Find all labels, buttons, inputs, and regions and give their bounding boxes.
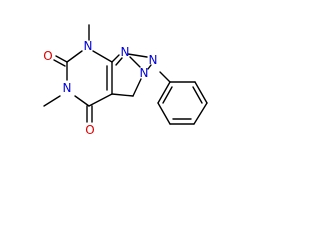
bond-n2-c3	[132, 78, 142, 97]
bond-c6-o-b	[53, 59, 66, 67]
bond-n1-n2	[129, 56, 141, 68]
chemical-structure-diagram: O N N N N N O	[43, 24, 208, 137]
bond-n7-c6	[66, 50, 83, 63]
bond-c3-c3a	[111, 93, 134, 97]
nitrogen-label-amine: N	[149, 53, 158, 67]
bond-n5-c4	[74, 95, 90, 107]
bond-namine-methyl	[127, 53, 148, 58]
bond-n5-methyl	[43, 95, 61, 107]
nitrogen-label-n1: N	[121, 45, 130, 59]
bond-c7a-n1-b	[115, 57, 123, 66]
bond-c6-o-a	[55, 55, 68, 63]
bond-c7a-n1-a	[111, 54, 120, 63]
bond-ph-6	[157, 81, 171, 104]
bond-ph-inner-1	[192, 86, 203, 104]
nitrogen-label-n5: N	[63, 81, 72, 95]
bond-ph-3	[193, 102, 208, 125]
phenyl-ring	[157, 71, 208, 125]
atom-labels: O N N N N N O	[43, 39, 157, 137]
bond-ph-inner-3	[162, 86, 173, 104]
pyrimidine-ring	[66, 50, 113, 107]
carbonyl-bonds	[53, 55, 93, 123]
bond-c4-c3a	[88, 93, 113, 107]
nitrogen-label-n7: N	[84, 39, 93, 53]
pyrazole-ring	[111, 54, 152, 97]
bond-ph-2	[194, 81, 208, 104]
oxygen-label-top: O	[43, 49, 52, 63]
bond-ph-5	[157, 102, 171, 125]
bond-n2-namine	[147, 64, 152, 70]
methyl-bonds	[43, 24, 148, 107]
oxygen-label-bottom: O	[85, 123, 94, 137]
bond-c7a-n7	[92, 50, 113, 63]
nitrogen-label-n2: N	[140, 66, 149, 80]
bond-namine-ipso	[159, 71, 171, 83]
